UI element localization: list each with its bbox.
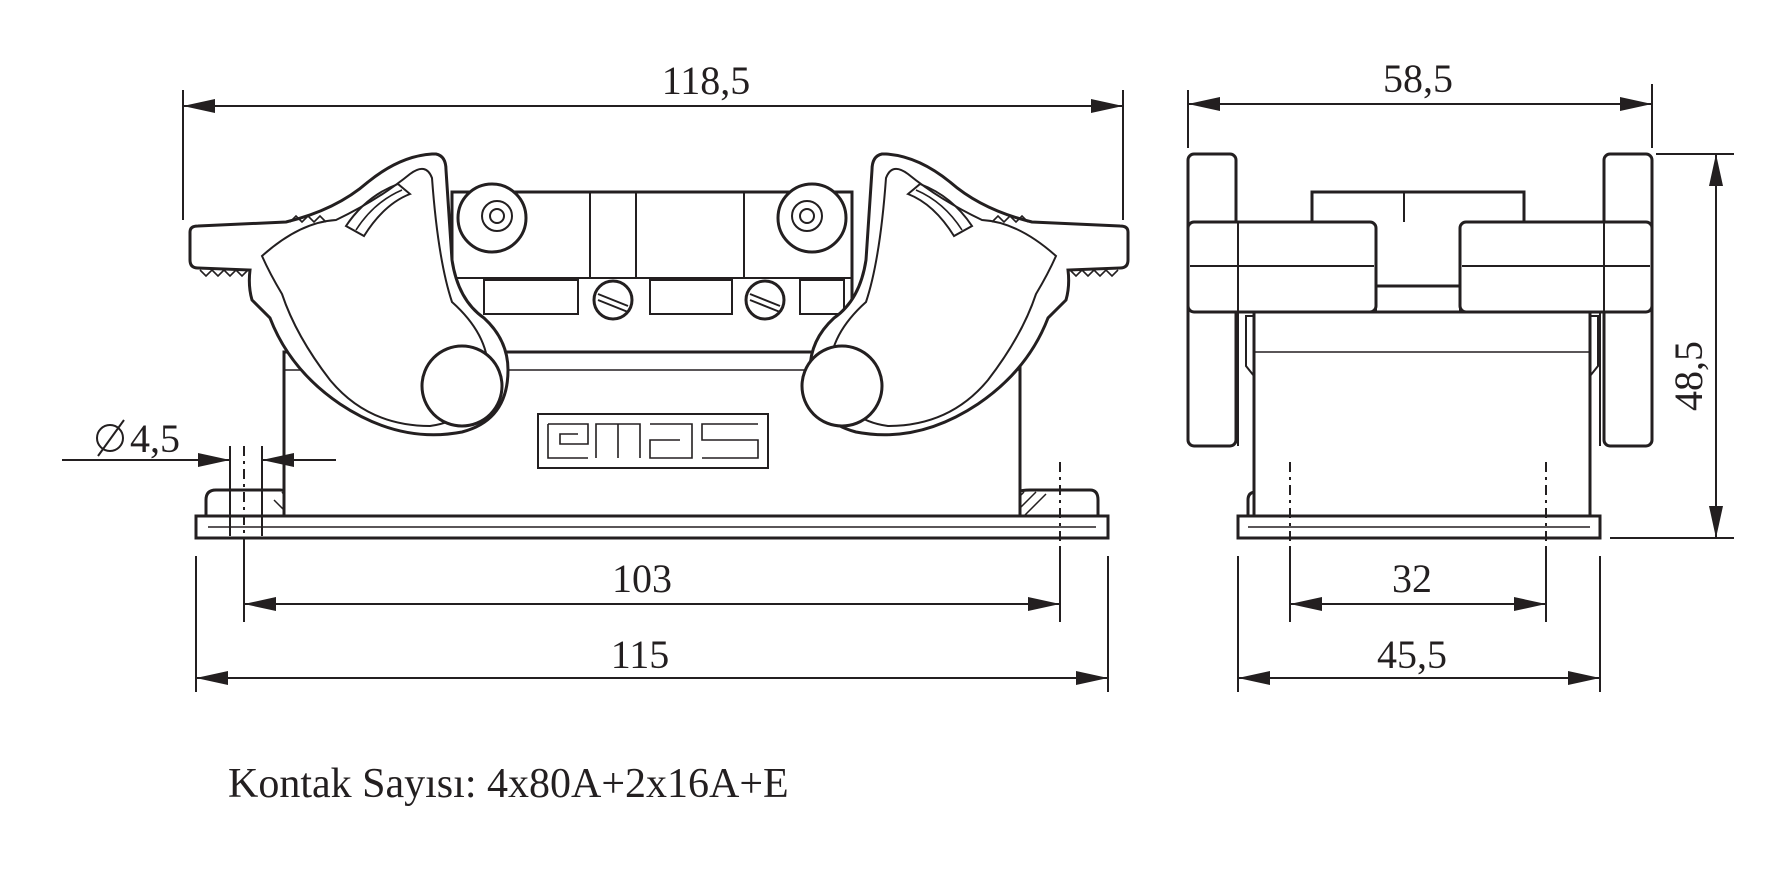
dim-hole-diameter-label: 4,5 [130,416,180,461]
emas-logo: emas [537,413,769,469]
logo-text: emas [612,420,694,465]
side-view: 58,5 48,5 32 45,5 [1186,56,1734,692]
dim-front-base-width-label: 115 [611,632,670,677]
dim-front-total-width-label: 118,5 [662,58,751,103]
dim-side-base-width: 45,5 [1237,556,1601,692]
front-view: emas 118,5 4,5 [62,58,1130,692]
contact-count-caption: Kontak Sayısı: 4x80A+2x16A+E [228,761,789,807]
dim-side-base-width-label: 45,5 [1377,632,1447,677]
dim-front-total-width: 118,5 [182,58,1124,220]
front-left-lever-boss [420,344,504,428]
dim-side-height-label: 48,5 [1666,341,1711,411]
dim-front-hole-spacing: 103 [243,546,1061,622]
dim-side-height: 48,5 [1610,153,1734,539]
dim-hole-diameter: 4,5 [62,416,336,467]
front-left-lever [188,152,528,437]
dim-front-hole-spacing-label: 103 [612,556,672,601]
front-screw-left [592,279,634,321]
dim-side-total-width: 58,5 [1187,56,1653,148]
diameter-symbol [96,419,125,457]
dim-side-total-width-label: 58,5 [1383,56,1453,101]
dim-side-hole-spacing: 32 [1289,546,1547,622]
dim-side-hole-spacing-label: 32 [1392,556,1432,601]
side-housing [1252,310,1592,518]
front-right-lever [776,152,1130,437]
front-right-lever-boss [800,344,884,428]
front-screw-right [744,279,786,321]
dim-front-base-width: 115 [195,556,1109,692]
